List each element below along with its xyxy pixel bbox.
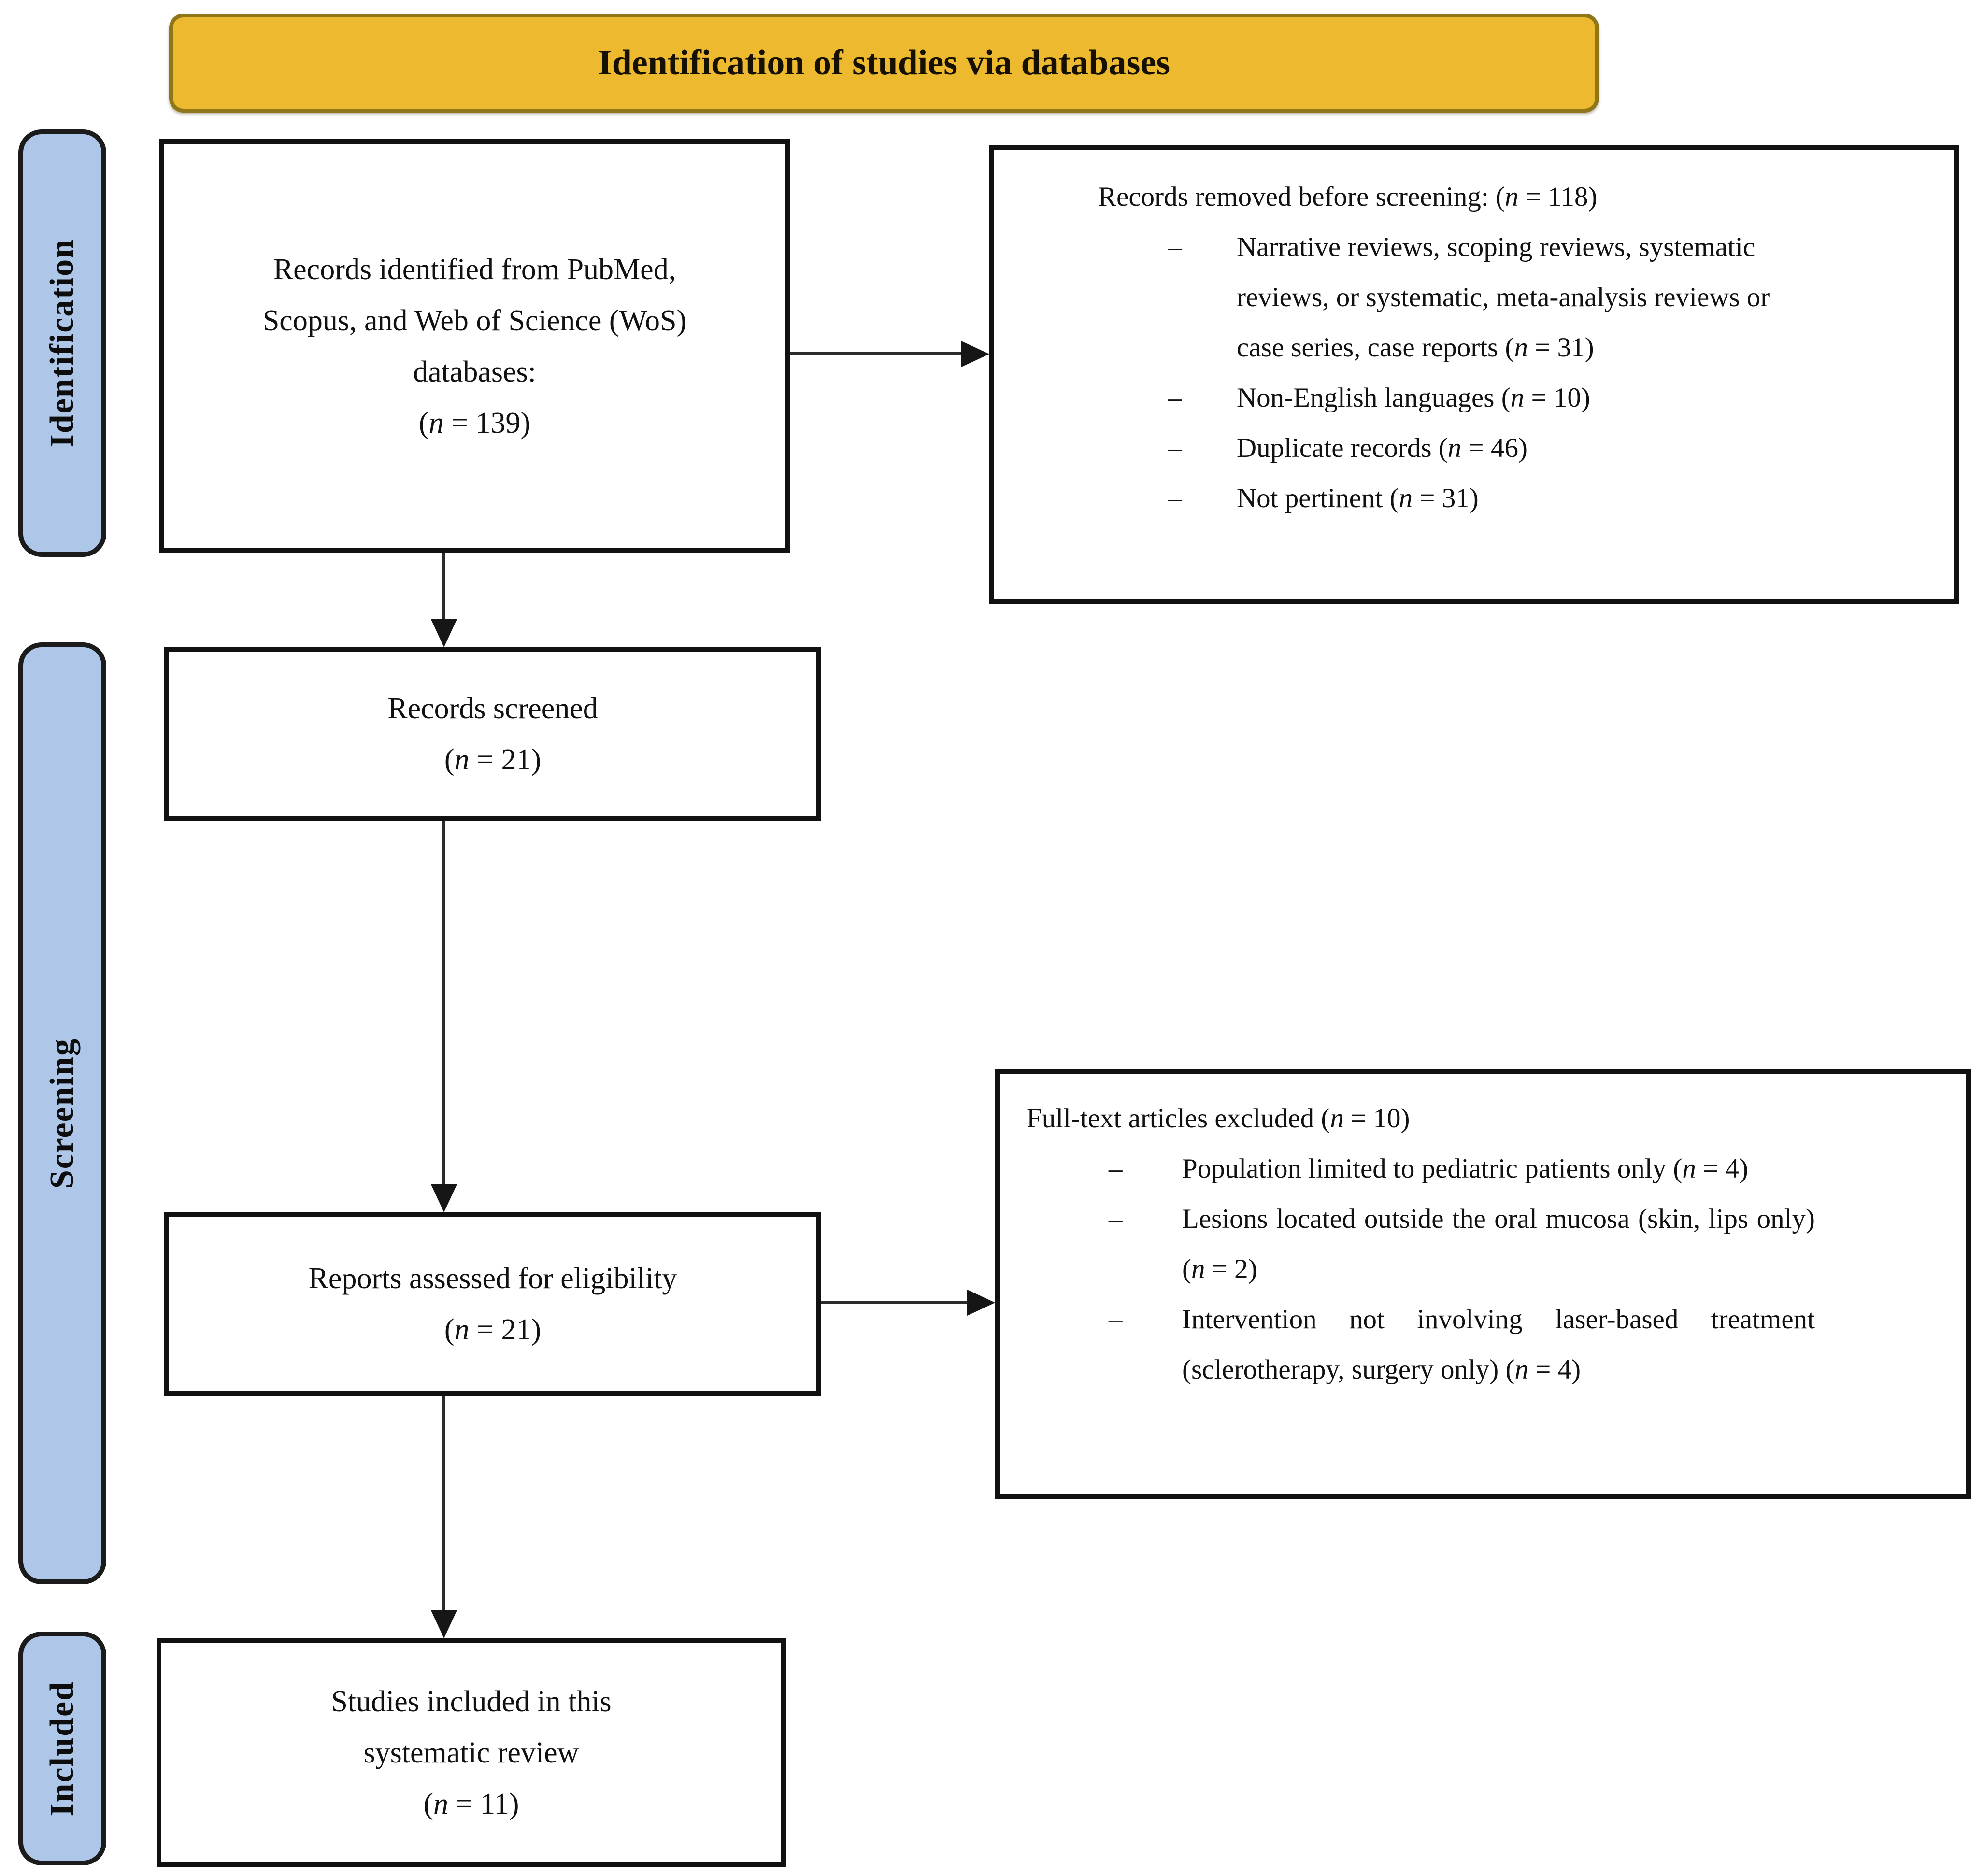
stage-label-included-text: Included <box>43 1680 81 1817</box>
stage-label-screening-text: Screening <box>43 1037 81 1189</box>
list-item: – Not pertinent (n = 31) <box>1168 473 1954 524</box>
dash-bullet: – <box>1109 1204 1123 1234</box>
dash-bullet: – <box>1168 232 1182 262</box>
arrow-screened-to-assessed <box>430 821 457 1212</box>
box-records-identified: Records identified from PubMed, Scopus, … <box>159 139 790 553</box>
records-removed-item-4: Not pertinent (n = 31) <box>1237 483 1479 513</box>
banner-identification-via-databases: Identification of studies via databases <box>169 14 1599 113</box>
list-item: – Non-English languages (n = 10) <box>1168 373 1954 423</box>
arrow-identified-to-removed <box>790 341 989 367</box>
records-removed-header: Records removed before screening: (n = 1… <box>1098 182 1598 212</box>
records-identified-text: Records identified from PubMed, Scopus, … <box>262 253 687 388</box>
reports-assessed-count: (n = 21) <box>444 1313 542 1346</box>
dash-bullet: – <box>1168 483 1182 513</box>
box-studies-included: Studies included in this systematic revi… <box>157 1638 786 1867</box>
records-removed-item-1: Narrative reviews, scoping reviews, syst… <box>1237 232 1770 363</box>
arrowhead-right-icon <box>967 1289 995 1316</box>
records-screened-count: (n = 21) <box>444 743 542 776</box>
list-item: – Population limited to pediatric patien… <box>1109 1144 1966 1194</box>
box-fulltext-excluded: Full-text articles excluded (n = 10) – P… <box>995 1069 1971 1499</box>
stage-label-identification-text: Identification <box>43 239 81 448</box>
fulltext-excluded-item-2: Lesions located outside the oral mucosa … <box>1182 1204 1815 1284</box>
arrow-assessed-to-included <box>430 1396 457 1638</box>
list-item: – Narrative reviews, scoping reviews, sy… <box>1168 222 1954 373</box>
dash-bullet: – <box>1168 383 1182 413</box>
box-records-removed: Records removed before screening: (n = 1… <box>989 145 1959 604</box>
arrow-assessed-to-excluded <box>821 1289 995 1316</box>
fulltext-excluded-item-1: Population limited to pediatric patients… <box>1182 1153 1748 1184</box>
records-identified-count: (n = 139) <box>418 406 531 440</box>
dash-bullet: – <box>1109 1153 1123 1184</box>
arrow-identified-to-screened <box>430 553 457 647</box>
arrowhead-down-icon <box>430 619 457 647</box>
dash-bullet: – <box>1109 1304 1123 1335</box>
list-item: – Intervention not involving laser-based… <box>1109 1294 1966 1395</box>
list-item: – Duplicate records (n = 46) <box>1168 423 1954 473</box>
records-removed-item-3: Duplicate records (n = 46) <box>1237 433 1527 463</box>
stage-label-screening: Screening <box>18 642 106 1584</box>
arrowhead-down-icon <box>430 1184 457 1212</box>
stage-label-included: Included <box>18 1632 106 1865</box>
box-reports-assessed: Reports assessed for eligibility (n = 21… <box>164 1212 821 1396</box>
fulltext-excluded-item-3: Intervention not involving laser-based t… <box>1182 1304 1815 1385</box>
studies-included-text: Studies included in this systematic revi… <box>331 1685 612 1769</box>
records-screened-text: Records screened <box>387 692 598 725</box>
list-item: – Lesions located outside the oral mucos… <box>1109 1194 1966 1294</box>
studies-included-count: (n = 11) <box>423 1788 519 1820</box>
reports-assessed-text: Reports assessed for eligibility <box>308 1262 677 1295</box>
stage-label-identification: Identification <box>18 129 106 557</box>
records-removed-item-2: Non-English languages (n = 10) <box>1237 383 1590 413</box>
box-records-screened: Records screened (n = 21) <box>164 647 821 821</box>
fulltext-excluded-header: Full-text articles excluded (n = 10) <box>1027 1103 1410 1134</box>
arrowhead-down-icon <box>430 1610 457 1638</box>
dash-bullet: – <box>1168 433 1182 463</box>
arrowhead-right-icon <box>961 341 989 367</box>
banner-title: Identification of studies via databases <box>598 43 1170 83</box>
